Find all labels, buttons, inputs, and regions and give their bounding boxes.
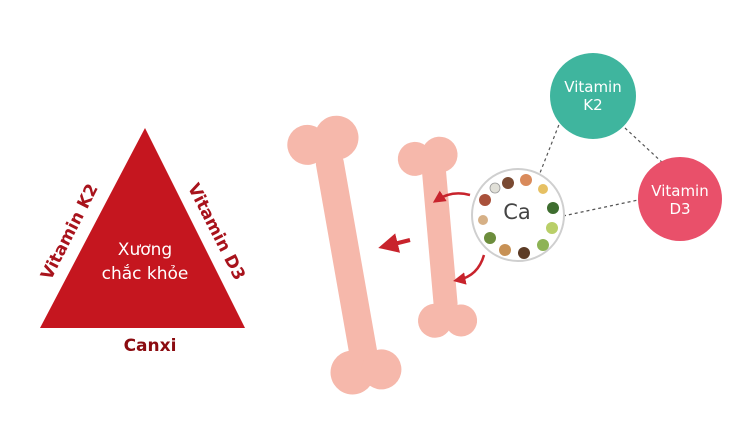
- large-bone-icon: [287, 115, 402, 395]
- triangle-center-line1: Xương: [117, 240, 173, 260]
- food-icon: [518, 247, 530, 259]
- food-icon: [479, 194, 491, 206]
- food-icon: [478, 215, 488, 225]
- calcium-food-circle: [471, 168, 565, 262]
- triangle-center-line2: chắc khỏe: [101, 264, 189, 284]
- vitamin-k2-line1: Vitamin: [564, 78, 622, 96]
- connector-k2-ca: [537, 121, 561, 179]
- connector-k2-d3: [624, 127, 666, 166]
- vitamin-d3-line2: D3: [669, 200, 691, 218]
- strong-bone-triangle: [40, 128, 245, 328]
- food-icon: [489, 182, 501, 194]
- food-icon: [499, 244, 511, 256]
- food-icon: [502, 177, 514, 189]
- food-icon: [546, 222, 558, 234]
- triangle-base-label: Canxi: [123, 336, 177, 356]
- arrow-left-icon: [378, 233, 411, 253]
- vitamin-k2-text: Vitamin K2: [548, 78, 638, 114]
- curved-arrow-bottom-icon: [453, 254, 486, 285]
- triangle-center-text: Xương chắc khỏe: [85, 238, 205, 286]
- food-icon: [538, 184, 548, 194]
- calcium-label: Ca: [503, 200, 531, 224]
- food-icon: [547, 202, 559, 214]
- connector-ca-d3: [562, 199, 639, 217]
- vitamin-k2-circle: [550, 53, 636, 139]
- curved-arrow-top-icon: [432, 190, 471, 203]
- food-icon: [484, 232, 496, 244]
- food-icon: [520, 174, 532, 186]
- small-bone-icon: [397, 136, 478, 338]
- vitamin-d3-circle: [638, 157, 722, 241]
- food-icon: [537, 239, 549, 251]
- vitamin-d3-text: Vitamin D3: [640, 182, 720, 218]
- vitamin-d3-line1: Vitamin: [651, 182, 709, 200]
- vitamin-k2-line2: K2: [583, 96, 603, 114]
